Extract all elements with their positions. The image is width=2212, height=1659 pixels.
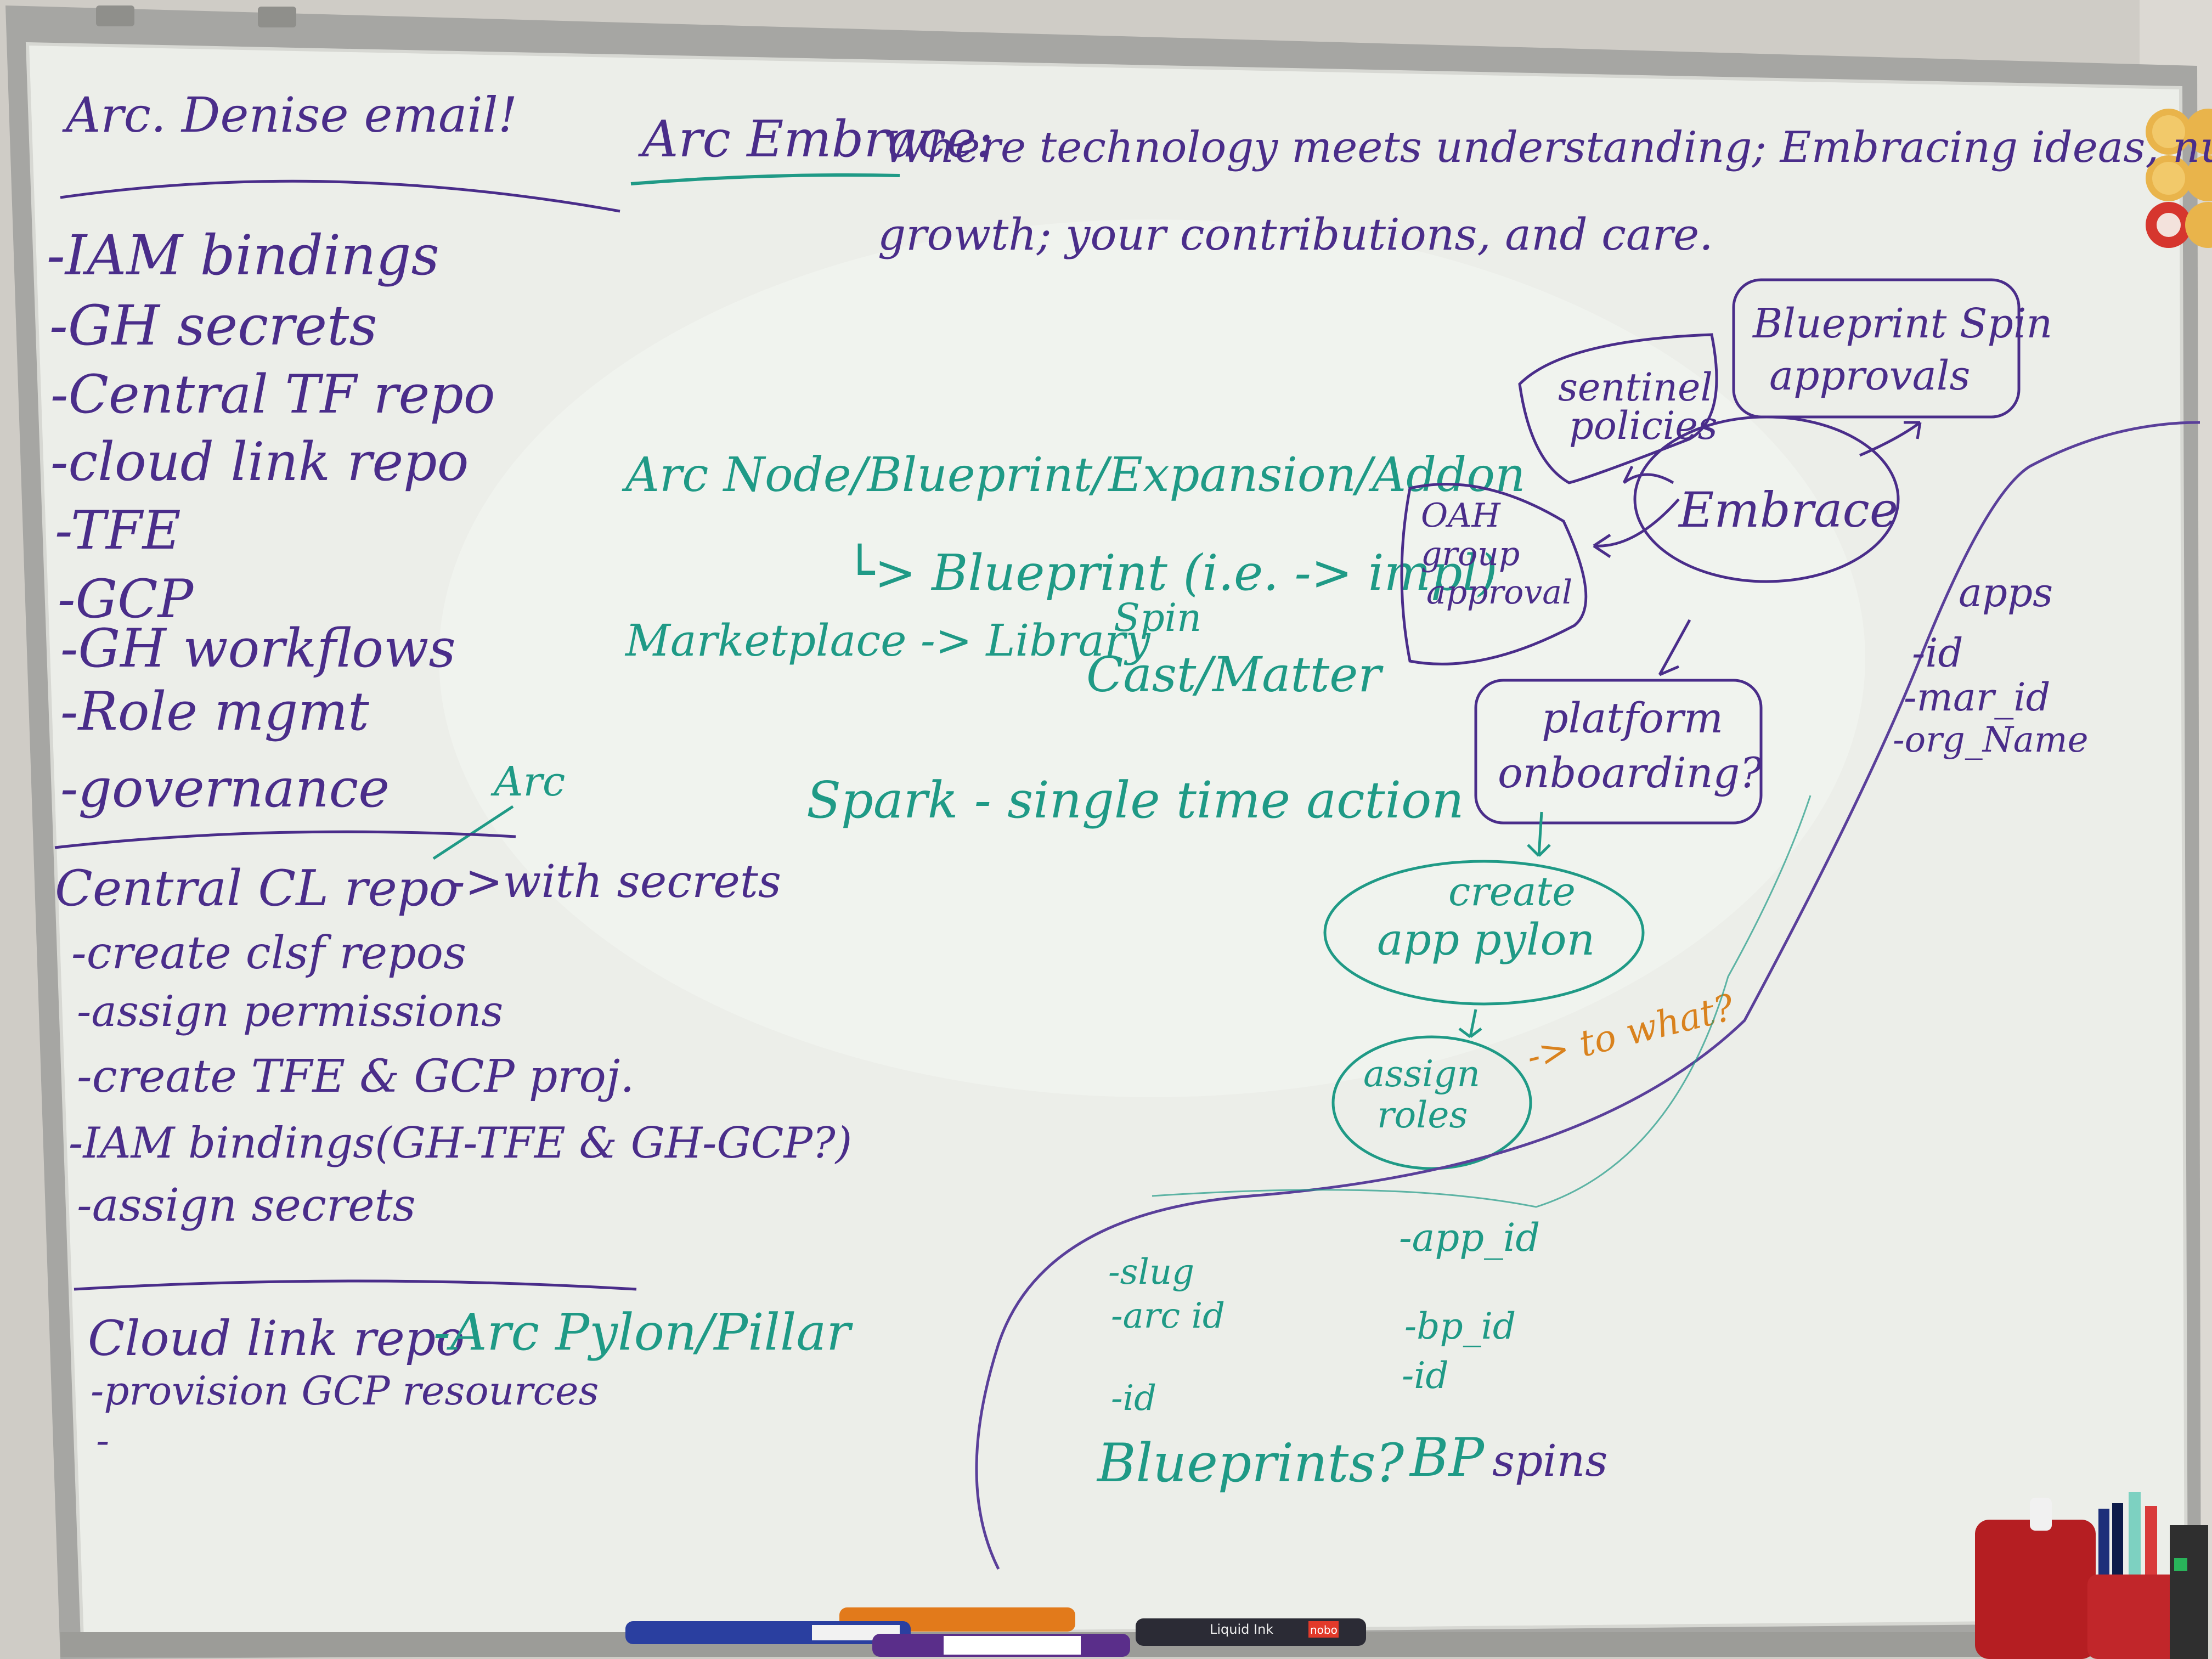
blueprint-spin-label-2: approvals [1769, 352, 1970, 399]
left-item-1: -IAM bindings [47, 223, 439, 287]
node-line: Arc Node/Blueprint/Expansion/Addon [622, 448, 1525, 503]
banner-line-1: Where technology meets understanding; Em… [883, 123, 2212, 172]
group-approval-label-2: group [1421, 535, 1520, 573]
platform-onboarding-node: platform onboarding? [1474, 679, 1763, 825]
cloud-section-title: Cloud link repo [88, 1310, 465, 1367]
cloud-item-2: - [96, 1417, 109, 1463]
frame-clip-top-left [96, 5, 134, 26]
spark-note: Spark - single time action [806, 771, 1464, 830]
central-item-2: -assign permissions [77, 987, 503, 1036]
central-section-title: Central CL repo [55, 860, 459, 917]
blueprints-note: Blueprints? [1096, 1432, 1404, 1494]
left-item-7: -GH workflows [60, 618, 456, 679]
marketplace-line: Marketplace -> Library [624, 615, 1151, 666]
embrace-label: Embrace [1678, 482, 1898, 538]
create-app-pylon-label-2: app pylon [1377, 914, 1595, 965]
assign-roles-label-2: roles [1377, 1094, 1468, 1136]
diagram-arrows-purple [1593, 421, 1922, 676]
frame-clip-top-left-2 [258, 7, 296, 27]
apps-item-1: -id [1912, 630, 1963, 676]
spin-note: Spin [1114, 595, 1201, 640]
pen-cup [1975, 1492, 2208, 1659]
central-item-4: -IAM bindings(GH-TFE & GH-GCP?) [69, 1119, 852, 1168]
bottom-right-field-1: -app_id [1399, 1215, 1540, 1260]
marker-nobo-label: nobo [1310, 1623, 1338, 1637]
blueprint-line: └> Blueprint (i.e. -> impl) [845, 543, 1498, 602]
assign-roles-label-1: assign [1363, 1053, 1480, 1095]
blueprint-spin-label-1: Blueprint Spin [1752, 300, 2052, 347]
spins-note: spins [1492, 1435, 1607, 1486]
left-item-8: -Role mgmt [60, 681, 369, 742]
bottom-left-field-3: -id [1111, 1378, 1156, 1419]
section-divider-2 [74, 1279, 637, 1291]
bottom-right-field-3: -id [1402, 1355, 1449, 1397]
apps-item-2: -mar_id [1904, 675, 2050, 720]
banner-line-2: growth; your contributions, and care. [878, 209, 1713, 260]
whiteboard-surface [27, 44, 2186, 1640]
banner-prefix: Arc Embrace: [637, 110, 993, 168]
create-app-pylon-node: create app pylon [1323, 860, 1645, 1006]
marker-brand-label: Liquid Ink [1210, 1622, 1273, 1637]
central-item-1: -create clsf repos [71, 927, 466, 979]
sentinel-node: sentinel policies [1518, 333, 1718, 484]
group-approval-node: OAH group approval [1400, 483, 1588, 665]
left-heading: Arc. Denise email! [62, 87, 517, 143]
arc-tag-stroke [432, 805, 514, 860]
group-approval-label-3: approval [1426, 573, 1572, 612]
cloud-section-tag: -Arc Pylon/Pillar [433, 1303, 853, 1362]
emoji-magnets [2146, 109, 2212, 248]
dividing-curve [975, 421, 2200, 1570]
group-approval-label-1: OAH [1421, 496, 1502, 535]
left-item-4: -cloud link repo [50, 431, 469, 493]
section-divider-1 [54, 830, 516, 849]
bottom-left-field-1: -slug [1108, 1252, 1194, 1293]
arc-tag: Arc [490, 758, 565, 805]
left-item-9: -governance [60, 758, 390, 819]
cloud-item-1: -provision GCP resources [91, 1368, 599, 1414]
blueprint-spin-node: Blueprint Spin approvals [1732, 278, 2052, 419]
left-item-2: -GH secrets [49, 294, 377, 358]
left-item-5: -TFE [55, 500, 181, 561]
marker-tray: Liquid Ink nobo [60, 1607, 2189, 1657]
teal-trace-curve [1152, 795, 1812, 1208]
banner-prefix-underline [630, 173, 900, 185]
central-item-3: -create TFE & GCP proj. [77, 1051, 634, 1103]
bp-note: BP [1409, 1427, 1485, 1488]
diagram-arrows-teal [1458, 811, 1551, 1038]
central-item-5: -assign secrets [77, 1180, 416, 1232]
create-app-pylon-label-1: create [1448, 868, 1576, 915]
sentinel-label-2: policies [1569, 403, 1718, 448]
platform-onboarding-label-1: platform [1542, 693, 1723, 742]
with-secrets-note: ->with secrets [450, 856, 781, 908]
sentinel-label-1: sentinel [1558, 365, 1713, 410]
left-heading-underline [60, 179, 620, 213]
bottom-left-field-2: -arc id [1111, 1296, 1225, 1336]
left-item-6: -GCP [58, 568, 194, 630]
cast-matter-note: Cast/Matter [1086, 646, 1384, 703]
apps-title: apps [1959, 569, 2053, 616]
bottom-right-field-2: -bp_id [1404, 1305, 1516, 1347]
left-item-3: -Central TF repo [50, 364, 495, 425]
embrace-node: Embrace [1633, 415, 1900, 583]
platform-onboarding-label-2: onboarding? [1498, 748, 1763, 797]
apps-item-3: -org_Name [1893, 720, 2088, 760]
assign-roles-node: assign roles [1331, 1035, 1532, 1170]
